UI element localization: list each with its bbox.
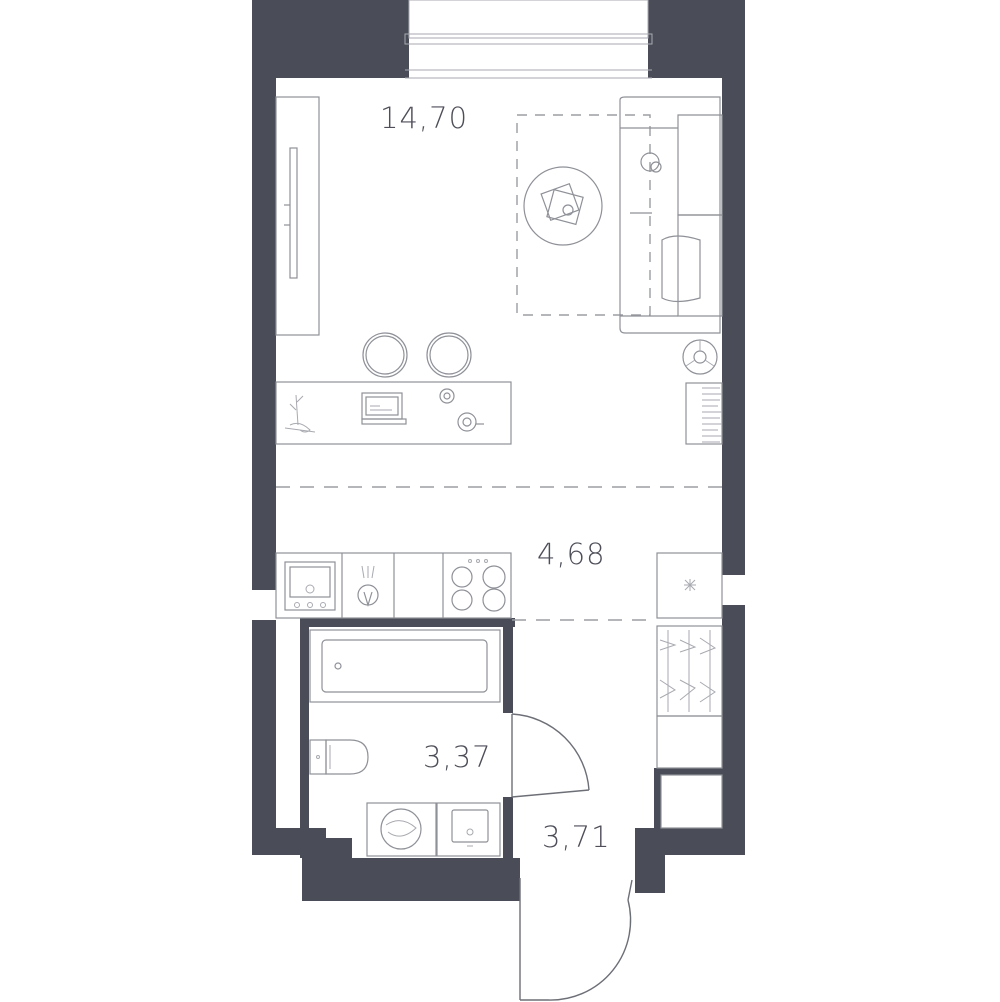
- bookshelf-icon: [685, 382, 723, 445]
- wardrobe-icon: [656, 625, 723, 769]
- tv-icon: [289, 147, 298, 279]
- cooktop-icon: [451, 559, 506, 612]
- teapot-icon: [457, 412, 484, 432]
- coffee-table-icon: [523, 166, 603, 246]
- bathroom-furniture: [309, 629, 501, 857]
- toilet-icon: [309, 739, 369, 775]
- hallway-furniture: [656, 625, 723, 829]
- zone-dividers: [276, 114, 722, 621]
- fridge-icon: [656, 552, 723, 619]
- desk: [275, 381, 512, 445]
- tv-cabinet: [275, 96, 320, 336]
- oven-icon: [284, 561, 336, 611]
- walls: [252, 0, 745, 901]
- entrance-door-icon: [519, 878, 633, 1001]
- laptop-icon: [361, 392, 407, 425]
- bathroom-area-label: 3,37: [423, 740, 492, 774]
- kitchen-furniture: [275, 552, 723, 619]
- kitchen-sink-icon: [357, 565, 379, 608]
- doors: [511, 713, 633, 1001]
- stool-icon: [426, 332, 472, 378]
- kitchen-area-label: 4,68: [537, 537, 606, 571]
- closet-box: [660, 774, 723, 829]
- washing-machine-icon: [366, 802, 437, 857]
- bathtub-icon: [309, 629, 501, 703]
- plant-icon: [284, 394, 316, 433]
- area-labels: 14,70 4,68 3,37 3,71: [380, 101, 611, 854]
- cup-icon: [439, 388, 455, 404]
- bathroom-door-icon: [511, 713, 590, 798]
- stool-icon: [362, 332, 408, 378]
- living-room-furniture: [275, 96, 723, 445]
- sofa-icon: [619, 96, 723, 334]
- bathroom-sink-icon: [436, 802, 501, 857]
- living-room-area-label: 14,70: [380, 101, 468, 135]
- hallway-area-label: 3,71: [542, 820, 611, 854]
